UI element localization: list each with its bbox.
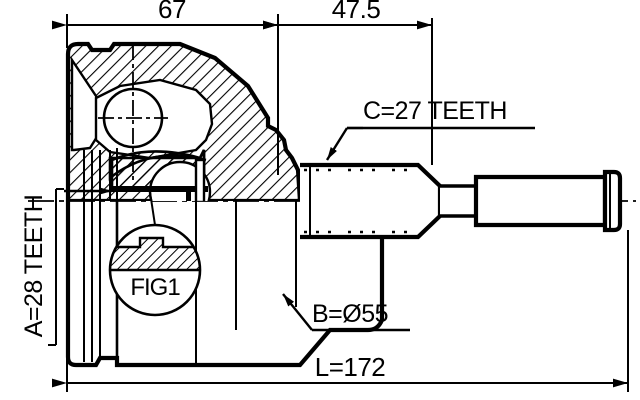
dimension-67-label: 67 — [158, 0, 186, 24]
fig1-leader-line — [149, 191, 156, 226]
shaft-main-cylinder — [473, 174, 608, 228]
label-b-text: B=Ø55 — [312, 300, 388, 328]
dimension-47-5-label: 47.5 — [332, 0, 381, 24]
joint-body-section — [65, 41, 303, 201]
dimension-47-5: 47.5 — [263, 0, 432, 30]
label-a-teeth-text: A=28 TEETH — [20, 195, 48, 338]
label-c-leader-arrow — [325, 127, 349, 161]
label-b-leader-arrow — [282, 293, 313, 331]
label-c-teeth-text: C=27 TEETH — [363, 97, 507, 125]
joint-body-outline — [65, 201, 385, 368]
fig1-spline-profile — [110, 236, 200, 272]
label-b-diameter: B=Ø55 — [282, 293, 410, 332]
label-c-teeth: C=27 TEETH — [325, 97, 535, 161]
spline-root-band — [112, 186, 208, 192]
output-shaft — [300, 162, 623, 240]
dimension-overall-length: L=172 — [52, 230, 629, 392]
dimension-L-label: L=172 — [315, 352, 386, 382]
fig1-label-text: FIG1 — [130, 274, 180, 301]
fig1-profile-top — [110, 236, 200, 249]
outer-race-outline — [65, 41, 303, 201]
detail-bubble-fig1: FIG1 — [108, 191, 202, 317]
shaft-end-collar — [602, 169, 623, 233]
shaft-neck — [440, 184, 478, 218]
fig1-profile-hatch — [110, 238, 200, 270]
shaft-splined-section — [300, 162, 443, 240]
dimension-67: 67 — [52, 0, 278, 30]
label-a-teeth: A=28 TEETH — [20, 188, 64, 346]
spline-tooth-mark — [186, 190, 191, 201]
spline-land — [194, 158, 206, 201]
inner-race-top-curve — [109, 154, 207, 180]
